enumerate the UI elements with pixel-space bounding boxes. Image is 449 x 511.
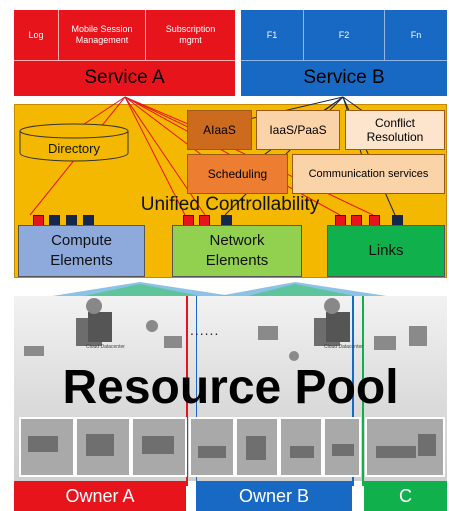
owner-b-divider (352, 296, 354, 486)
service-a-divider (58, 10, 59, 60)
service-a-log-cell: Log (28, 29, 44, 40)
compute-elements-box: Compute Elements (18, 225, 145, 277)
unified-controllability-title: Unified Controllability (140, 194, 320, 215)
service-a-divider (145, 10, 146, 60)
service-a-title: Service A (84, 67, 165, 88)
owner-b-divider (196, 296, 197, 486)
aiaas-box: AIaaS (187, 110, 252, 150)
directory-label: Directory (47, 140, 100, 156)
service-b-fn-cell: Fn (410, 29, 422, 40)
resource-pool-title: Resource Pool (62, 360, 399, 414)
service-b-title: Service B (303, 67, 385, 88)
service-b-divider (303, 10, 304, 60)
links-box: Links (327, 225, 445, 277)
service-b-divider (384, 10, 385, 60)
service-b-hline (241, 60, 447, 61)
service-b-f1-cell: F1 (266, 29, 278, 40)
iaas-paas-box: IaaS/PaaS (256, 110, 340, 150)
owner-c-divider (362, 296, 364, 486)
network-elements-box: Network Elements (172, 225, 302, 277)
owner-a-label: Owner A (14, 481, 186, 511)
service-b-f2-cell: F2 (338, 29, 350, 40)
owner-b-label: Owner B (196, 481, 352, 511)
service-a-block (14, 10, 235, 96)
cloud-datacenter-label-right: Cloud Datacenter (324, 344, 363, 350)
directory-cylinder (19, 123, 129, 162)
resource-pool-illustration (19, 298, 445, 477)
service-a-mobile-session-cell: Mobile Session Management (71, 24, 133, 45)
ellipsis-dots: ...... (190, 322, 220, 338)
owner-c-label: C (364, 481, 447, 511)
scheduling-box: Scheduling (187, 154, 288, 194)
communication-services-box: Communication services (292, 154, 445, 194)
owner-a-divider (186, 296, 188, 486)
service-a-subscription-cell: Subscription mgmt (165, 24, 216, 45)
service-a-hline (14, 60, 235, 61)
cloud-datacenter-label-left: Cloud Datacenter (86, 344, 125, 350)
conflict-resolution-box: Conflict Resolution (345, 110, 445, 150)
service-b-block (241, 10, 447, 96)
